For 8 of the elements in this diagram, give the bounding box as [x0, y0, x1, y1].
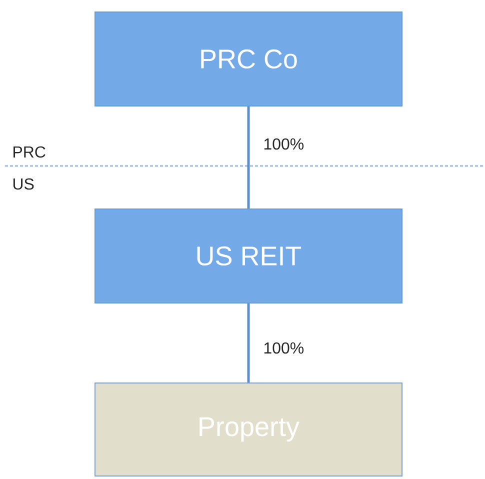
edge-label: 100%: [264, 138, 304, 150]
edge-label: 100%: [264, 342, 304, 354]
connector-line: [247, 106, 250, 208]
region-label: PRC: [14, 146, 46, 158]
region-label: US: [13, 178, 34, 190]
connector-line: [247, 304, 250, 382]
entity-box: PRC Co: [94, 12, 402, 106]
entity-box: US REIT: [94, 208, 402, 304]
